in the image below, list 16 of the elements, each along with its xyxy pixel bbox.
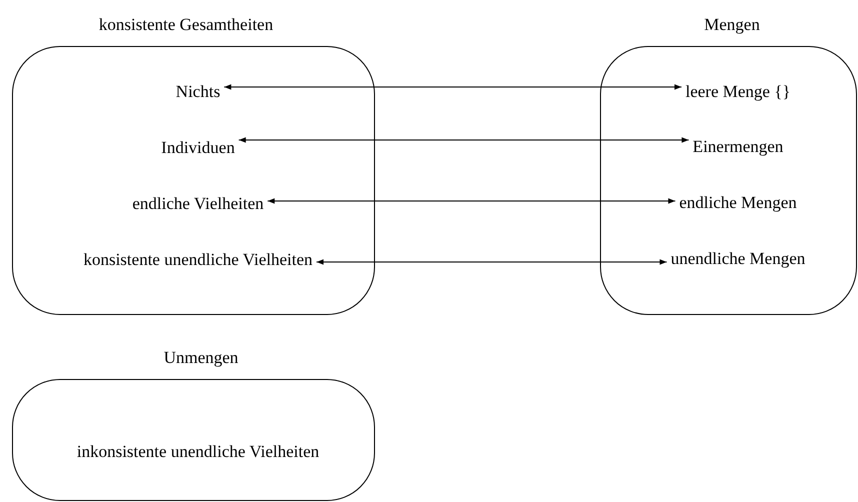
item-label: Individuen <box>161 138 235 158</box>
item-label: unendliche Mengen <box>670 249 806 269</box>
double-arrow <box>267 198 676 204</box>
item-label: endliche Mengen <box>679 193 797 213</box>
item-label: Nichts <box>176 82 220 102</box>
double-arrow <box>316 259 668 265</box>
double-arrow <box>224 84 682 90</box>
item-label: leere Menge {} <box>685 82 791 102</box>
item-label: Einermengen <box>692 137 784 157</box>
double-arrow <box>238 137 690 143</box>
item-label: inkonsistente unendliche Vielheiten <box>76 442 320 462</box>
box-heading: konsistente Gesamtheiten <box>98 15 274 35</box>
box-heading: Mengen <box>704 15 760 35</box>
box-heading: Unmengen <box>164 348 238 368</box>
item-label: endliche Vielheiten <box>132 194 264 214</box>
item-label: konsistente unendliche Vielheiten <box>83 250 313 270</box>
